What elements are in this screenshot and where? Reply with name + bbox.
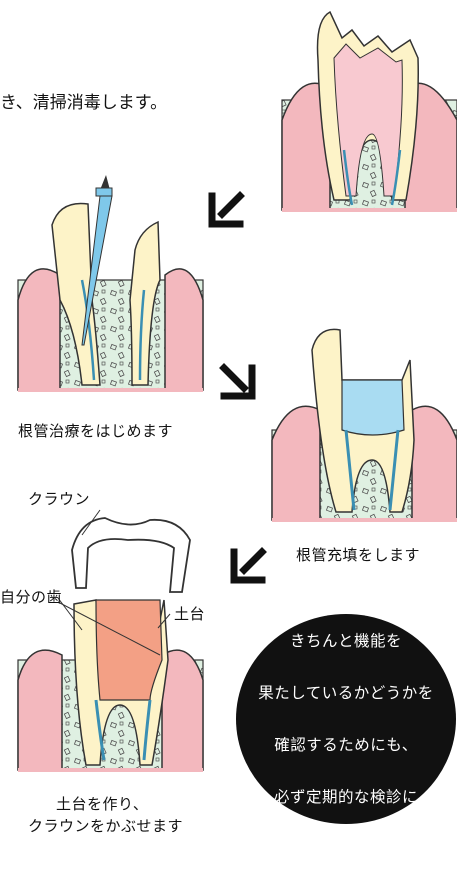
reminder-text: 治療した歯が きちんと機能を 果たしているかどうかを 確認するためにも、 必ず定… [258, 550, 434, 888]
reminder-line: 必ず定期的な検診に [258, 784, 434, 810]
reminder-bubble: 治療した歯が きちんと機能を 果たしているかどうかを 確認するためにも、 必ず定… [236, 614, 456, 824]
label-own-tooth: 自分の歯 [0, 586, 62, 607]
tooth-root-canal-filled [272, 329, 457, 520]
tooth-decayed [282, 12, 457, 210]
reminder-line: 果たしているかどうかを [258, 680, 434, 706]
intro-text: き、清掃消毒します。 [0, 88, 167, 113]
arrow-down-left-icon [212, 196, 240, 224]
step-label-root-canal-start: 根管治療をはじめます [18, 420, 173, 441]
final-caption-line2: クラウンをかぶせます [28, 815, 183, 836]
label-crown: クラウン [28, 488, 90, 509]
label-core: 土台 [174, 603, 205, 624]
final-caption-line1: 土台を作り、 [56, 793, 148, 814]
arrow-down-right-icon [224, 368, 252, 396]
tooth-root-canal-start [18, 175, 203, 390]
reminder-line: ご来院ください。 [258, 836, 434, 862]
reminder-line: きちんと機能を [258, 628, 434, 654]
crown [72, 510, 190, 592]
tooth-with-core [18, 600, 203, 770]
reminder-line: 確認するためにも、 [258, 732, 434, 758]
reminder-line: 治療した歯が [258, 576, 434, 602]
